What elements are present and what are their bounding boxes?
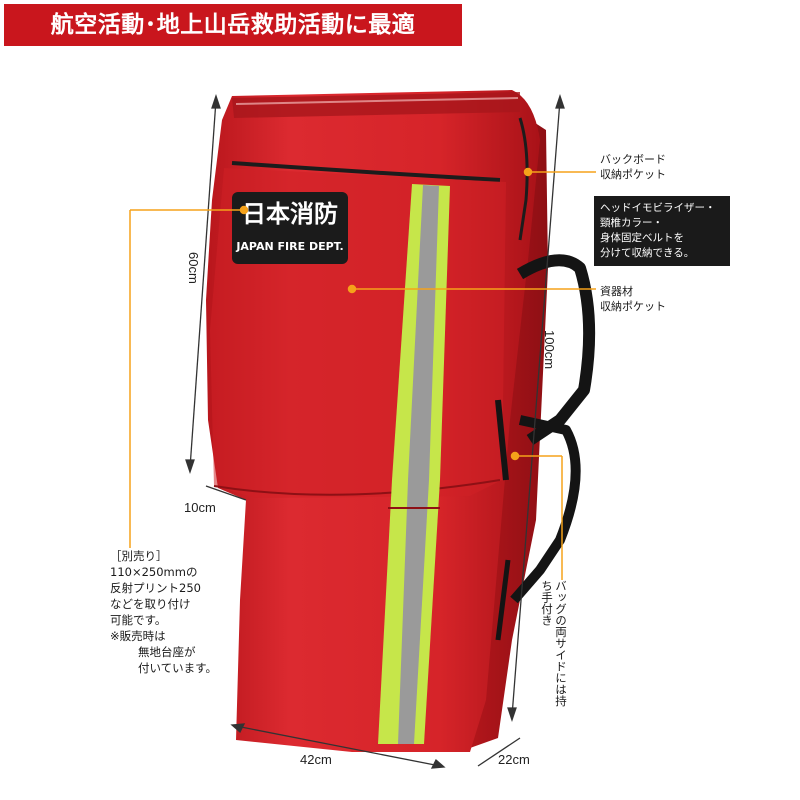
patch-kanji: 日本消防 [242,200,338,228]
dim-depth-front: 10cm [184,500,216,515]
dim-width: 42cm [300,752,332,767]
callout-handles: バッグの両サイドには持ち手付き [540,580,568,707]
dim-height-upper: 60cm [186,252,201,284]
dim-height-total: 100cm [542,330,557,370]
zipper [231,161,501,182]
headline-banner: 航空活動･地上山岳救助活動に最適 [4,4,462,46]
callout-backboard: バックボード 収納ポケット [600,153,666,181]
patch-background [232,192,348,264]
callout-equipment: 資器材 収納ポケット [600,285,666,313]
accessory-note: ［別売り］ 110×250mmの 反射プリント250 などを取り付け 可能です。… [110,549,218,675]
dim-depth-side: 22cm [498,752,530,767]
callout-features-box: ヘッドイモビライザー・ 頸椎カラー・ 身体固定ベルトを 分けて収納できる。 [594,196,730,266]
patch-english: JAPAN FIRE DEPT. [235,240,343,253]
